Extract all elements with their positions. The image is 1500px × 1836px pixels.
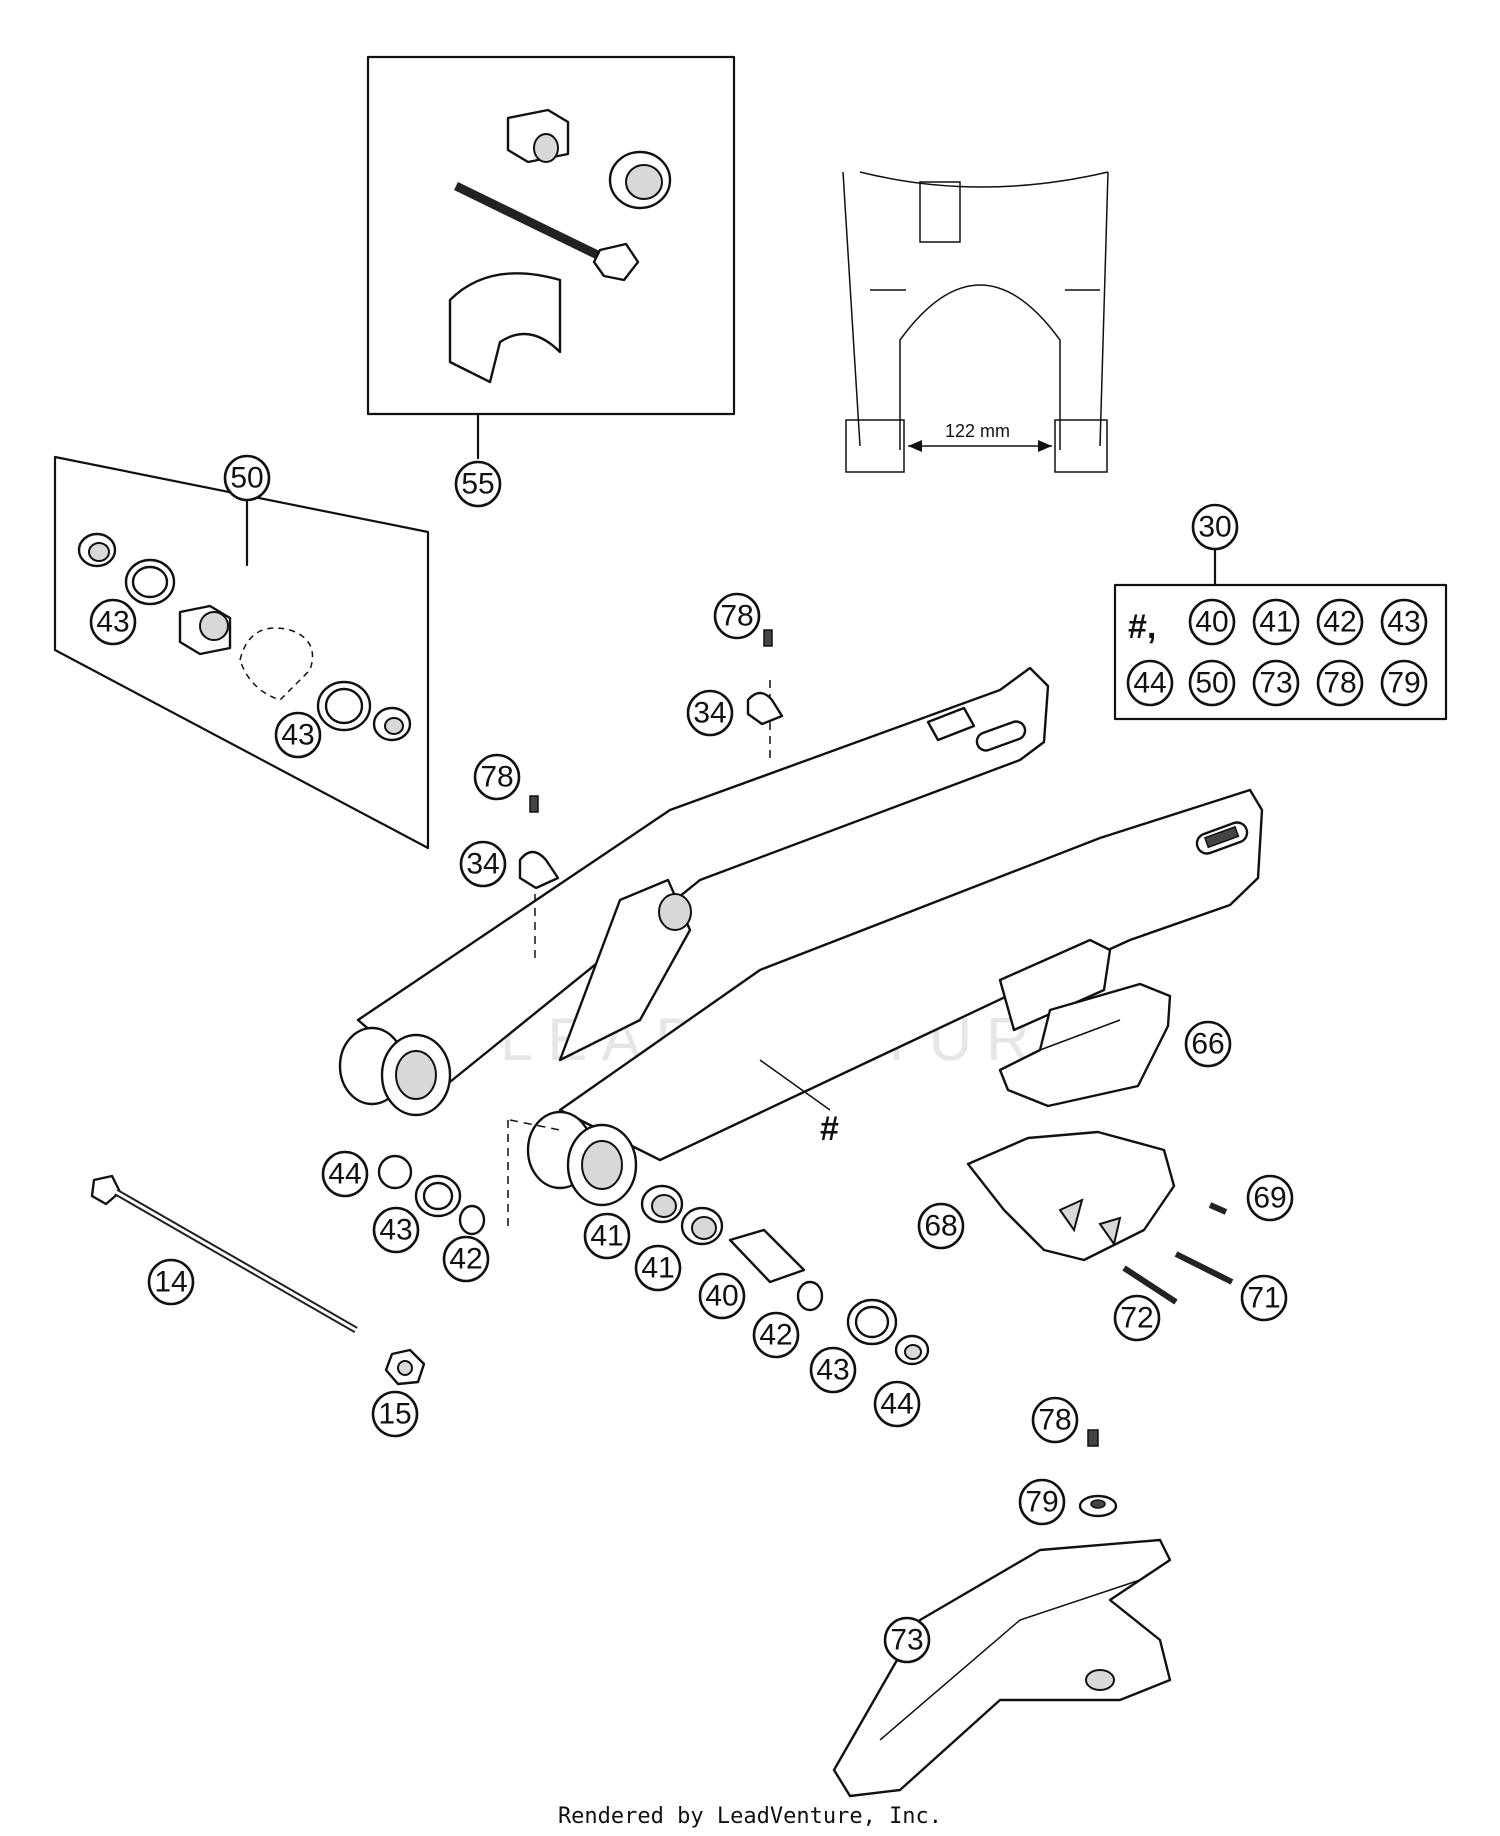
- swingarm: #: [338, 666, 1264, 1230]
- svg-text:69: 69: [1253, 1182, 1286, 1215]
- swingarm-hash-marker: #: [820, 1110, 839, 1148]
- callout-43-kit-a: 43: [89, 598, 137, 646]
- pivot-kit-box: [366, 55, 736, 460]
- bolt-69: [1208, 1202, 1228, 1215]
- svg-text:14: 14: [154, 1266, 187, 1299]
- pivot-axle-14: [90, 1174, 358, 1334]
- callout-34-middle: 34: [459, 840, 507, 888]
- chain-slider-66: [998, 982, 1172, 1108]
- right-bearing-set: [640, 1184, 930, 1366]
- svg-text:78: 78: [1038, 1404, 1071, 1437]
- kit-30-item-73: 73: [1252, 659, 1300, 707]
- kit-30-box: #,: [1113, 545, 1448, 721]
- svg-text:78: 78: [720, 600, 753, 633]
- callout-78-lower: 78: [1031, 1396, 1079, 1444]
- svg-text:42: 42: [449, 1243, 482, 1276]
- kit-30-item-42: 42: [1316, 598, 1364, 646]
- callout-66: 66: [1184, 1020, 1232, 1068]
- callout-42-right: 42: [752, 1311, 800, 1359]
- washer-79: [1078, 1494, 1118, 1518]
- svg-text:43: 43: [1387, 606, 1420, 639]
- callout-43-left: 43: [372, 1206, 420, 1254]
- screw-78-lower: [1087, 1429, 1099, 1447]
- svg-text:34: 34: [466, 848, 499, 881]
- callout-44-right: 44: [873, 1380, 921, 1428]
- left-bearing-set: [377, 1154, 486, 1236]
- callout-42-left: 42: [442, 1235, 490, 1283]
- svg-text:43: 43: [379, 1214, 412, 1247]
- svg-text:79: 79: [1025, 1486, 1058, 1519]
- kit-30-item-44: 44: [1126, 659, 1174, 707]
- callout-34-upper: 34: [686, 689, 734, 737]
- callout-73: 73: [883, 1616, 931, 1664]
- svg-text:15: 15: [378, 1398, 411, 1431]
- svg-text:68: 68: [924, 1210, 957, 1243]
- cable-clamp-upper: [746, 629, 784, 726]
- svg-text:41: 41: [590, 1220, 623, 1253]
- chain-guide-68: [966, 1130, 1176, 1262]
- svg-text:44: 44: [880, 1388, 913, 1421]
- svg-text:40: 40: [1195, 606, 1228, 639]
- callout-43-kit-b: 43: [274, 711, 322, 759]
- bolt-72: [1122, 1265, 1178, 1305]
- callout-44-left: 44: [321, 1150, 369, 1198]
- callout-43-right: 43: [809, 1346, 857, 1394]
- chain-guide-rail-73: [832, 1538, 1172, 1798]
- svg-text:34: 34: [693, 697, 726, 730]
- svg-text:40: 40: [705, 1280, 738, 1313]
- kit-30-item-50: 50: [1188, 659, 1236, 707]
- callout-68: 68: [917, 1202, 965, 1250]
- footer-credit: Rendered by LeadVenture, Inc.: [557, 1804, 943, 1829]
- svg-text:42: 42: [1323, 606, 1356, 639]
- svg-text:78: 78: [480, 761, 513, 794]
- svg-text:72: 72: [1120, 1302, 1153, 1335]
- dimension-122mm-label: 122 mm: [945, 421, 1010, 441]
- svg-text:44: 44: [1133, 667, 1166, 700]
- callout-41-a: 41: [583, 1212, 631, 1260]
- frame-clearance-sketch: 122 mm: [842, 171, 1109, 473]
- svg-text:79: 79: [1387, 667, 1420, 700]
- callout-41-b: 41: [634, 1244, 682, 1292]
- callout-78-upper: 78: [713, 592, 761, 640]
- kit-30-item-79: 79: [1380, 659, 1428, 707]
- svg-text:50: 50: [1195, 667, 1228, 700]
- svg-text:43: 43: [96, 606, 129, 639]
- callout-40: 40: [698, 1272, 746, 1320]
- kit-30-item-43: 43: [1380, 598, 1428, 646]
- svg-text:42: 42: [759, 1319, 792, 1352]
- callout-71: 71: [1240, 1274, 1288, 1322]
- bolt-71: [1174, 1251, 1234, 1285]
- svg-text:30: 30: [1198, 511, 1231, 544]
- callout-55: 55: [454, 460, 502, 508]
- kit-30-item-41: 41: [1252, 598, 1300, 646]
- svg-text:66: 66: [1191, 1028, 1224, 1061]
- callout-50: 50: [223, 454, 271, 502]
- svg-text:73: 73: [1259, 667, 1292, 700]
- kit-30-item-78: 78: [1316, 659, 1364, 707]
- svg-text:43: 43: [816, 1354, 849, 1387]
- svg-text:41: 41: [641, 1252, 674, 1285]
- svg-text:55: 55: [461, 468, 494, 501]
- svg-text:71: 71: [1247, 1282, 1280, 1315]
- callout-30: 30: [1191, 503, 1239, 551]
- svg-text:73: 73: [890, 1624, 923, 1657]
- callout-15: 15: [371, 1390, 419, 1438]
- callout-79: 79: [1018, 1478, 1066, 1526]
- svg-text:44: 44: [328, 1158, 361, 1191]
- svg-text:78: 78: [1323, 667, 1356, 700]
- bearing-kit-box: [53, 455, 430, 850]
- svg-text:41: 41: [1259, 606, 1292, 639]
- kit-30-hash-prefix: #,: [1128, 608, 1156, 646]
- callout-72: 72: [1113, 1294, 1161, 1342]
- kit-30-item-40: 40: [1188, 598, 1236, 646]
- svg-text:50: 50: [230, 462, 263, 495]
- callout-78-middle: 78: [473, 753, 521, 801]
- cable-clamp-lower: [518, 795, 560, 890]
- callout-69: 69: [1246, 1174, 1294, 1222]
- svg-text:43: 43: [281, 719, 314, 752]
- callout-14: 14: [147, 1258, 195, 1306]
- pivot-nut-15: [384, 1348, 426, 1386]
